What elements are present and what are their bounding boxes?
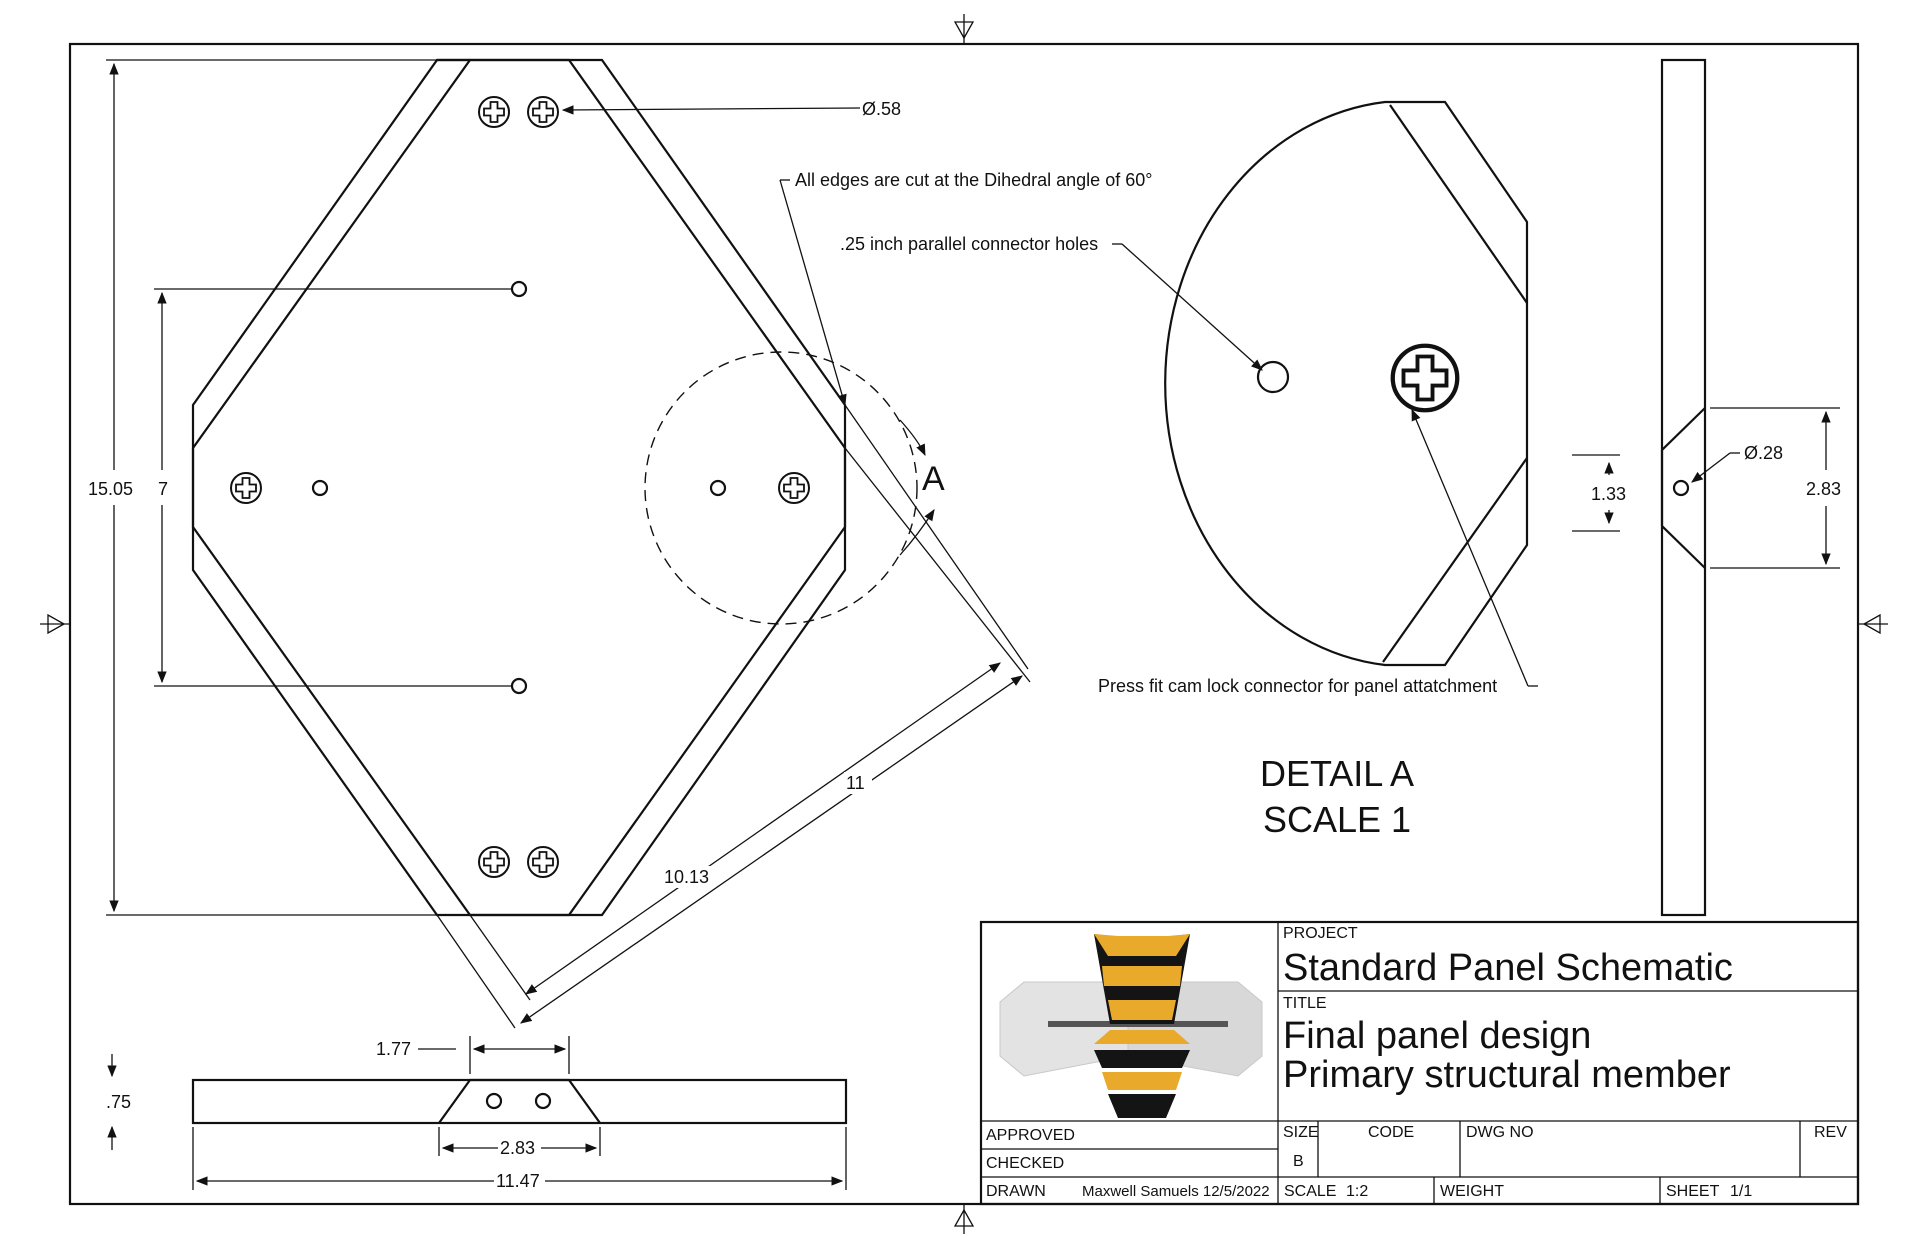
bottom-view-hole [485,1092,503,1110]
dim-bottom-length-text: 11.47 [496,1171,540,1191]
dim-diagonal: 10.13 11 [436,404,1031,1029]
connector-hole [510,280,528,298]
detail-title: DETAIL A [1260,753,1414,794]
dim-side-hole-text: Ø.28 [1744,443,1783,463]
dim-hole-diameter-text: Ø.58 [862,99,901,119]
dim-edge-length-text: 10.13 [664,867,709,887]
title-line2: Primary structural member [1283,1054,1731,1096]
dim-hole-diameter: Ø.58 [561,99,901,119]
connector-hole [510,677,528,695]
detail-label: A [922,460,945,498]
title-line1: Final panel design [1283,1015,1591,1057]
detail-circle [644,351,918,625]
centering-marks [40,14,1888,1234]
rev-label: REV [1814,1124,1847,1141]
side-view-outline [1660,58,1707,917]
drawn-by: Maxwell Samuels 12/5/2022 [1082,1183,1270,1200]
cam-lock-icon [478,96,510,128]
note-dihedral: All edges are cut at the Dihedral angle … [779,170,1152,407]
dim-bottom-thickness-text: .75 [106,1092,131,1112]
dim-side-chamfer-text: 2.83 [1806,479,1841,499]
size-label: SIZE [1283,1124,1319,1141]
connector-hole [709,479,727,497]
note-cam-lock-text: Press fit cam lock connector for panel a… [1098,676,1497,696]
dim-side-offset-text: 1.33 [1591,484,1626,504]
title-label: TITLE [1283,995,1327,1012]
dim-hole-spacing: 7 [154,288,512,687]
panel-outline [191,58,847,917]
dim-bottom-width-text: 2.83 [500,1138,535,1158]
drawn-label: DRAWN [986,1183,1046,1200]
dim-width-text: 11 [846,773,865,793]
detail-cam-lock-icon [1393,346,1458,411]
code-label: CODE [1368,1124,1414,1141]
panel-inner-bevel [191,58,847,917]
project-label: PROJECT [1283,925,1358,942]
sheet-label: SHEET [1666,1183,1720,1200]
detail-scale: SCALE 1 [1263,799,1411,840]
dim-height: 15.05 [88,59,437,916]
note-connector-holes-text: .25 inch parallel connector holes [840,234,1098,254]
detail-outline [1164,100,1529,667]
checked-label: CHECKED [986,1155,1064,1172]
cam-lock-icon [527,96,559,128]
title-block: PROJECT Standard Panel Schematic TITLE F… [979,920,1860,1206]
bottom-view: 1.77 .75 2.83 11.47 [106,1036,848,1191]
cam-lock-icon [778,472,810,504]
dim-bottom-top-width-text: 1.77 [376,1039,411,1059]
approved-label: APPROVED [986,1127,1075,1144]
bottom-view-outline [191,1078,848,1125]
scale-value: 1:2 [1346,1183,1368,1200]
front-view-holes [230,96,810,878]
detail-a-view: .25 inch parallel connector holes Press … [840,100,1538,840]
company-logo [999,934,1263,1118]
bottom-view-hole [534,1092,552,1110]
project-name: Standard Panel Schematic [1283,947,1733,989]
connector-hole [311,479,329,497]
weight-label: WEIGHT [1440,1183,1504,1200]
dim-height-text: 15.05 [88,479,133,499]
cam-lock-icon [527,846,559,878]
size-value: B [1293,1153,1304,1170]
scale-label: SCALE [1284,1183,1336,1200]
detail-connector-hole [1256,360,1290,394]
detail-callout: A [644,351,945,625]
cam-lock-icon [478,846,510,878]
note-dihedral-text: All edges are cut at the Dihedral angle … [795,170,1152,190]
sheet-value: 1/1 [1730,1183,1752,1200]
dwg-no-label: DWG NO [1466,1124,1534,1141]
front-view-panel [191,58,847,917]
dim-hole-spacing-text: 7 [158,479,168,499]
side-view-hole [1672,479,1690,497]
cam-lock-icon [230,472,262,504]
side-view: Ø.28 2.83 1.33 [1572,58,1841,917]
